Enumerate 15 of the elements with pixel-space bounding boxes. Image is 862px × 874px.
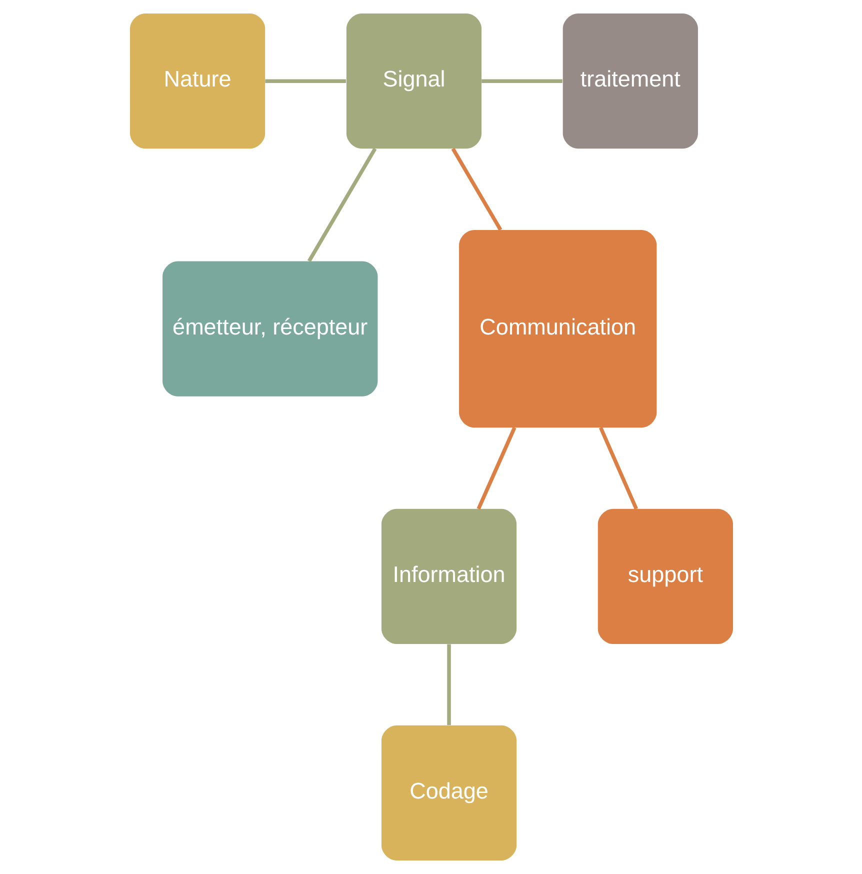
connector — [306, 148, 376, 262]
connector — [450, 148, 502, 231]
node-box: Information — [380, 508, 516, 644]
node-box: Communication — [458, 230, 656, 428]
node-box: Signal — [346, 14, 482, 149]
node-box: émetteur, récepteur — [162, 261, 378, 396]
connector — [598, 426, 638, 510]
connector — [264, 79, 346, 83]
node-box: Nature — [130, 14, 265, 149]
connector — [446, 644, 450, 726]
connector — [476, 426, 516, 510]
node-box: traitement — [562, 14, 698, 149]
node-box: support — [597, 508, 732, 644]
node-box: Codage — [380, 725, 516, 860]
connector — [481, 79, 562, 83]
